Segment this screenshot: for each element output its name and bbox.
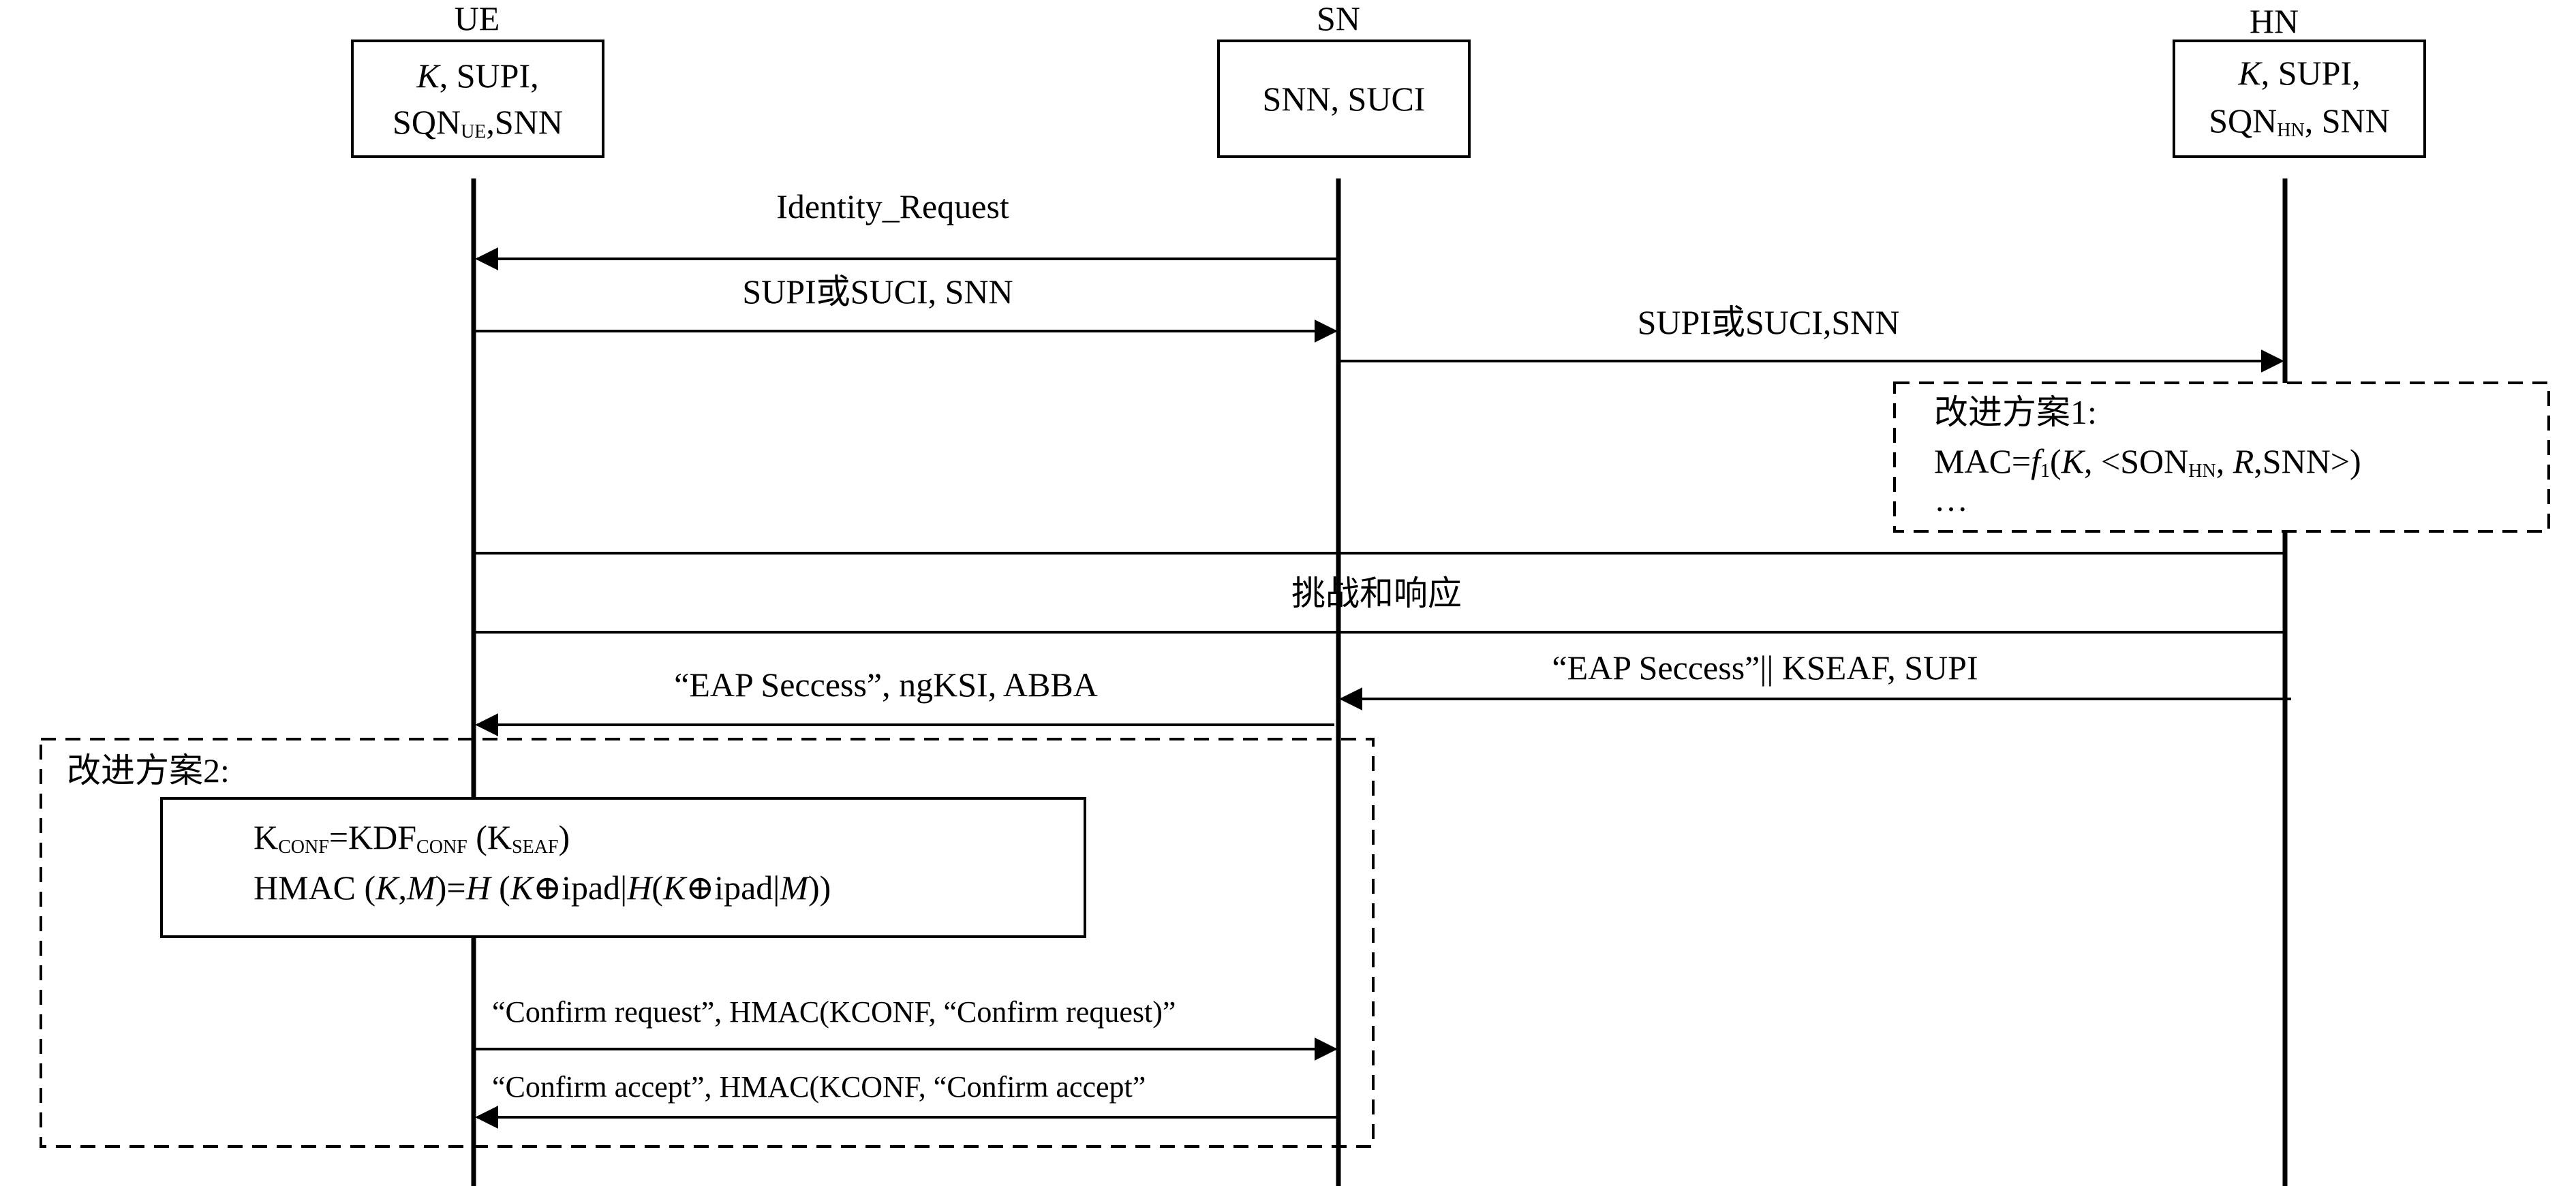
- sn-label: SN: [1317, 0, 1360, 37]
- kdf-hmac-box: [160, 797, 1086, 938]
- improvement1-mac: MAC=f1(K, <SONHN, R,SNN>): [1934, 442, 2361, 482]
- improvement1-title: 改进方案1:: [1934, 393, 2097, 431]
- sn-box: [1217, 40, 1471, 158]
- hn-box-line1: K, SUPI,: [2237, 54, 2360, 92]
- msg-challenge-response: 挑战和响应: [1291, 574, 1462, 612]
- improvement2-box: [40, 738, 1375, 1148]
- improvement1-ellipsis: …: [1934, 480, 1968, 518]
- kconf-formula: KCONF=KDFCONF (KSEAF): [254, 818, 570, 858]
- msg-supi-suci-snn-2: SUPI或SUCI,SNN: [1638, 303, 1900, 341]
- improvement2-title: 改进方案2:: [67, 751, 230, 790]
- ue-box-line1: K, SUPI,: [416, 57, 538, 95]
- ue-label: UE: [455, 0, 500, 37]
- msg-confirm-accept: “Confirm accept”, HMAC(KCONF, “Confirm a…: [492, 1070, 1146, 1104]
- hn-box: [2173, 40, 2426, 158]
- improvement1-box: [1893, 381, 2550, 533]
- hn-box-line2: SQNHN, SNN: [2209, 102, 2390, 141]
- sn-box-text: SNN, SUCI: [1263, 80, 1426, 118]
- msg-supi-suci-snn-1: SUPI或SUCI, SNN: [742, 272, 1013, 311]
- msg-eap-success-ue: “EAP Seccess”, ngKSI, ABBA: [674, 666, 1098, 704]
- msg-identity-request: Identity_Request: [776, 187, 1009, 225]
- ue-box-line2: SQNUE,SNN: [393, 103, 563, 142]
- msg-eap-success-hn: “EAP Seccess”|| KSEAF, SUPI: [1552, 649, 1978, 687]
- ue-box: [351, 40, 604, 158]
- hn-label: HN: [2250, 2, 2299, 40]
- hmac-formula: HMAC (K,M)=H (K⊕ipad|H(K⊕ipad|M)): [254, 869, 831, 907]
- msg-confirm-request: “Confirm request”, HMAC(KCONF, “Confirm …: [492, 995, 1176, 1029]
